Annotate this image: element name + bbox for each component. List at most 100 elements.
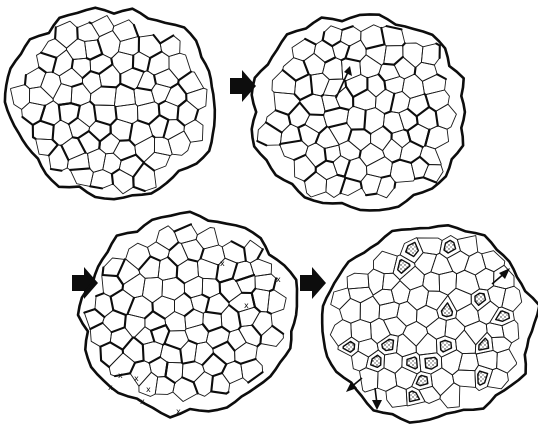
thick-edge — [415, 68, 416, 74]
cell — [222, 241, 246, 263]
thick-edge — [258, 249, 263, 259]
cell — [502, 286, 522, 311]
cell — [439, 271, 457, 295]
thick-edge — [382, 176, 391, 178]
thick-edge — [222, 327, 230, 332]
thick-edge — [400, 160, 411, 163]
thick-edge — [111, 297, 114, 310]
cell — [384, 353, 402, 374]
stippled-region — [441, 303, 452, 317]
thick-edge — [228, 342, 235, 351]
cell — [423, 165, 443, 183]
thick-edge — [53, 140, 58, 145]
thick-edge — [177, 120, 184, 126]
cell — [502, 320, 519, 343]
cell — [91, 16, 114, 37]
x-mark: x — [244, 301, 249, 310]
cell — [197, 259, 218, 280]
thick-edge — [41, 53, 56, 58]
thick-edge — [165, 344, 181, 350]
stippled-region — [371, 355, 381, 367]
thick-edge — [185, 309, 194, 316]
thick-edge — [232, 241, 245, 248]
thick-edge — [423, 177, 436, 182]
thick-edge — [99, 141, 100, 148]
thick-edge — [53, 58, 57, 72]
thick-edge — [180, 349, 182, 362]
cell — [475, 268, 494, 290]
thick-edge — [345, 58, 359, 61]
stippled-region — [444, 240, 456, 253]
thick-edge — [202, 295, 209, 298]
thick-edge — [33, 137, 36, 139]
cell — [417, 238, 442, 255]
thick-edge — [154, 35, 161, 43]
thick-edge — [151, 331, 154, 342]
thick-edge — [384, 81, 385, 89]
thick-edge — [345, 161, 350, 177]
cell — [323, 79, 346, 96]
thick-edge — [323, 40, 333, 46]
thick-edge — [316, 161, 326, 168]
thick-edge — [39, 67, 46, 72]
cell — [486, 323, 504, 338]
thick-edge — [145, 311, 153, 318]
thick-edge — [138, 120, 149, 124]
thick-edge — [152, 303, 153, 311]
thick-edge — [185, 293, 191, 298]
thick-edge — [390, 94, 394, 112]
thick-edge — [98, 40, 103, 54]
cell — [272, 70, 296, 94]
thick-edge — [72, 60, 73, 68]
cell — [143, 341, 163, 363]
x-mark: x — [118, 371, 123, 380]
stippled-region — [440, 340, 451, 352]
stippled-region — [478, 371, 488, 385]
thick-edge — [83, 71, 91, 78]
cell — [311, 73, 330, 96]
thick-edge — [139, 256, 151, 269]
thick-edge — [381, 28, 384, 44]
thick-edge — [165, 362, 167, 376]
thick-edge — [296, 74, 309, 80]
thick-edge — [361, 182, 362, 188]
cell — [492, 337, 512, 353]
thick-edge — [144, 163, 154, 171]
cell — [347, 273, 369, 289]
thick-edge — [53, 125, 54, 139]
thick-edge — [222, 364, 226, 373]
cell — [448, 288, 471, 311]
thick-edge — [209, 327, 222, 332]
thick-edge — [61, 146, 68, 161]
thick-edge — [323, 32, 325, 40]
cell — [378, 368, 397, 391]
cell — [445, 318, 465, 340]
thick-edge — [179, 100, 187, 106]
thick-edge — [33, 121, 41, 125]
stippled-region — [409, 391, 419, 402]
x-mark: x — [276, 275, 281, 284]
cell — [487, 368, 508, 389]
thick-edge — [153, 136, 155, 137]
cell — [168, 131, 190, 155]
thick-edge — [90, 323, 102, 329]
thick-edge — [238, 312, 241, 326]
thick-edge — [149, 115, 160, 124]
cell — [178, 72, 204, 94]
cell — [53, 84, 72, 105]
thick-edge — [151, 325, 166, 331]
thick-edge — [252, 293, 255, 307]
thick-edge — [134, 187, 145, 191]
thick-edge — [115, 107, 116, 119]
thick-edge — [78, 106, 80, 118]
thick-edge — [165, 331, 170, 344]
cell — [458, 353, 478, 371]
thick-edge — [150, 256, 160, 260]
thick-edge — [337, 175, 344, 177]
thick-edge — [164, 120, 169, 138]
thick-edge — [112, 174, 113, 184]
thick-edge — [252, 325, 261, 336]
panel-b — [252, 14, 465, 210]
thick-edge — [130, 140, 135, 145]
